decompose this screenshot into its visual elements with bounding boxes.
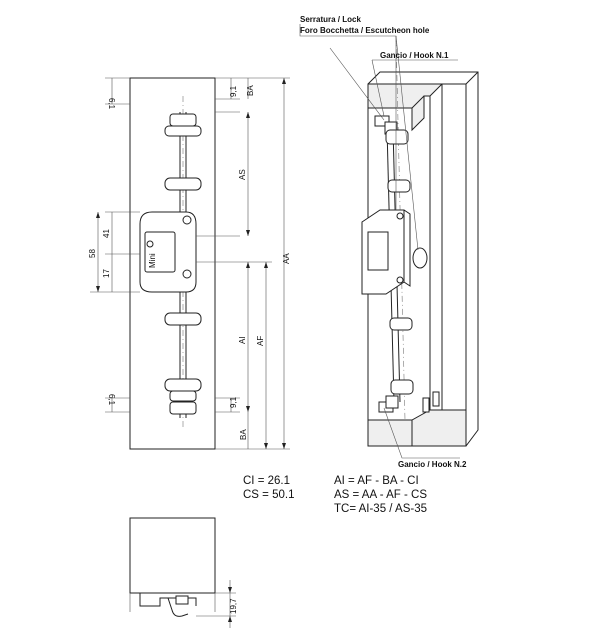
isometric-view: Serratura / Lock Foro Bocchetta / Escutc…	[299, 15, 479, 469]
lock-body: Mini	[139, 211, 197, 293]
hook2-label: Gancio / Hook N.2	[398, 460, 467, 469]
front-view: Mini	[88, 77, 291, 450]
dim-as: AS	[238, 169, 247, 180]
rod-guide-2	[164, 177, 202, 191]
dim-17: 17	[102, 269, 111, 278]
dim-ai: AI	[238, 336, 247, 344]
value-cs: CS = 50.1	[243, 489, 294, 501]
dim-ba-bottom: BA	[239, 429, 248, 440]
door-panel	[129, 77, 216, 450]
formula-tc: TC= AI-35 / AS-35	[334, 503, 427, 515]
dim-58: 58	[88, 249, 97, 258]
rod-guide-3	[164, 312, 202, 326]
value-ci: CI = 26.1	[243, 475, 290, 487]
dim-9-1-bottom: 9,1	[229, 396, 238, 408]
dim-af: AF	[256, 336, 265, 346]
formula-ai: AI = AF - BA - CI	[334, 475, 419, 487]
lock-label: Serratura / Lock	[300, 15, 361, 24]
dim-6-1-top: 6,1	[107, 98, 116, 110]
hook-2	[378, 395, 399, 413]
formula-as: AS = AA - AF - CS	[334, 489, 427, 501]
dim-19-7: 19,7	[229, 598, 238, 614]
isometric-lock	[361, 209, 411, 295]
rod-guide-4	[164, 378, 202, 415]
dim-6-1-bottom: 6,1	[107, 394, 116, 406]
hook1-label: Gancio / Hook N.1	[380, 51, 449, 60]
values-block: CI = 26.1 CS = 50.1	[243, 475, 294, 501]
svg-text:Mini: Mini	[148, 253, 157, 268]
plan-view: 19,7	[129, 517, 238, 628]
dim-9-1-top: 9,1	[229, 85, 238, 97]
escutcheon-label: Foro Bocchetta / Escutcheon hole	[300, 26, 430, 35]
escutcheon-hole	[412, 247, 428, 269]
dim-ba-top: BA	[246, 85, 255, 96]
formulas-block: AI = AF - BA - CI AS = AA - AF - CS TC= …	[334, 475, 427, 515]
dim-41: 41	[102, 229, 111, 238]
dim-aa: AA	[282, 253, 291, 264]
rod-guide-1	[164, 113, 202, 137]
